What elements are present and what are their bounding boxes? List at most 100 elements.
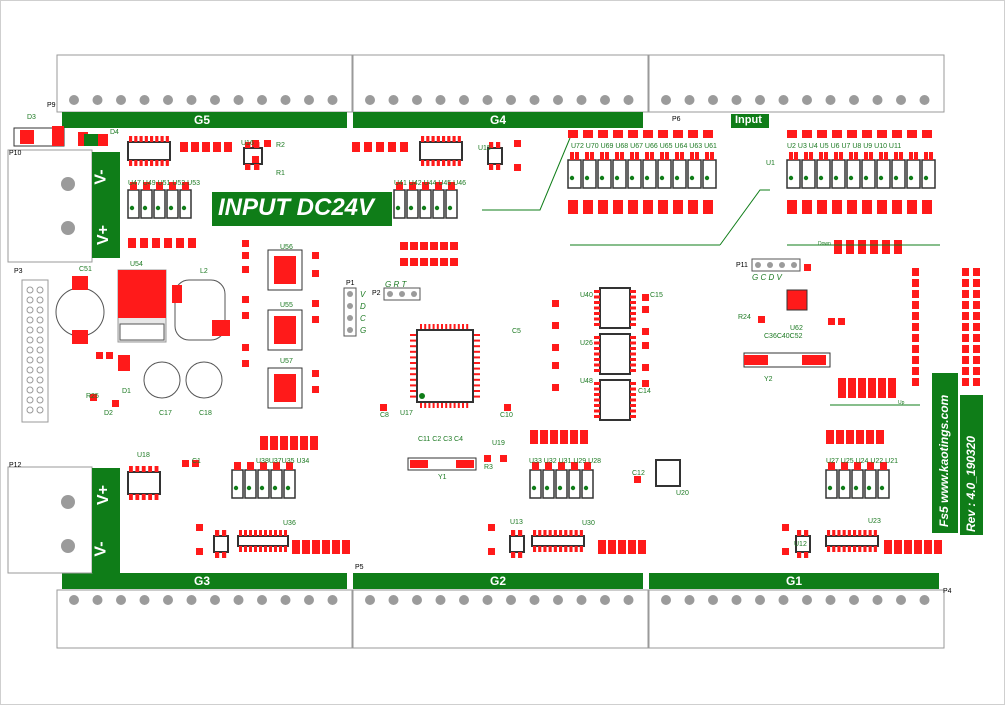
down-label: Down [818, 241, 831, 247]
screw-hole [576, 595, 587, 605]
ic-pin [254, 164, 260, 170]
screw-hole [435, 95, 446, 105]
resistor [400, 258, 408, 266]
ic-pin [569, 530, 573, 536]
smd-pad [552, 362, 559, 369]
ic-pin [447, 136, 451, 142]
resistor [430, 258, 438, 266]
mcu-pin [474, 395, 480, 398]
opto-pin1-dot [878, 175, 884, 181]
opto-pad [630, 152, 634, 160]
resistor [912, 356, 919, 364]
resistor [570, 430, 578, 444]
mcu-pin [424, 403, 427, 408]
resistor [882, 240, 890, 254]
p1-pin-g: G [360, 326, 367, 335]
opto-pad [590, 152, 594, 160]
resistor [280, 436, 288, 450]
ic-pin [155, 160, 159, 166]
screw-hole [661, 95, 671, 105]
bottom-terminal-blocks [56, 589, 945, 649]
resistor [332, 540, 340, 554]
resistor [912, 312, 919, 320]
resistor [673, 130, 683, 138]
connector-p5: P5 [355, 564, 364, 571]
opto-pad [849, 152, 853, 160]
opto-g1 [825, 469, 838, 499]
resistor [817, 130, 827, 138]
opto-pin1-dot [583, 485, 589, 491]
opto-top-right-a [567, 159, 582, 189]
opto-pad [854, 462, 858, 470]
ic-pin [553, 530, 557, 536]
group-label-g2: G2 [490, 574, 507, 588]
ic-pin [594, 352, 600, 356]
opto-pad [575, 152, 579, 160]
resistor [856, 430, 864, 444]
resistor [312, 540, 320, 554]
resistor [907, 130, 917, 138]
opto-pad [819, 152, 823, 160]
opto-pin1-dot [233, 485, 239, 491]
resistor [907, 200, 917, 214]
opto-top-mid [406, 189, 419, 219]
resistor [904, 540, 912, 554]
power-module-pad [274, 316, 296, 344]
ic-pin [269, 530, 272, 536]
ic-u23 [825, 535, 879, 547]
screw-hole [506, 595, 516, 605]
opto-pin1-dot [259, 485, 265, 491]
ic-pin [630, 301, 636, 304]
part-r24: R24 [738, 314, 751, 321]
ic-pin [594, 409, 600, 413]
opto-pin1-dot [155, 205, 161, 211]
screw-hole [388, 595, 399, 605]
opto-pin1-dot [272, 485, 278, 491]
ic-pin [254, 546, 257, 552]
opto-g3 [257, 469, 270, 499]
p3-pin [26, 316, 34, 324]
opto-pad [615, 152, 619, 160]
ic-pin [215, 552, 220, 558]
resistor [550, 430, 558, 444]
resistor [876, 430, 884, 444]
p3-pin [26, 406, 34, 414]
resistor [877, 130, 887, 138]
mcu-pin [474, 345, 480, 348]
resistor [912, 334, 919, 342]
opto-top-mid [393, 189, 406, 219]
screw-hole [825, 95, 836, 105]
p3-pin [36, 336, 44, 344]
opto-pad [396, 182, 400, 190]
resistor [846, 430, 854, 444]
part-d4: D4 [110, 129, 119, 136]
resistor [191, 142, 199, 152]
p11-pin-labels: G C D V [752, 273, 782, 282]
smd-pad [828, 318, 835, 325]
ic-pin [868, 530, 872, 536]
opto-pad [804, 152, 808, 160]
part-d1: D1 [122, 388, 131, 395]
opto-top-left [166, 189, 179, 219]
p3-pin [36, 396, 44, 404]
screw-hole [280, 95, 291, 105]
input-dc24v-banner: INPUT DC24V [218, 194, 375, 221]
ic-pin [129, 136, 133, 142]
part-r25: R25 [86, 393, 99, 400]
mcu-pin [410, 367, 416, 370]
power-module-pad [274, 256, 296, 284]
ic-pin [155, 136, 159, 142]
smd-pad [552, 300, 559, 307]
opto-pad [839, 152, 843, 160]
opto-pad [273, 462, 277, 470]
ic-pin [222, 530, 227, 536]
mcu-pin [457, 324, 460, 329]
resistor [973, 334, 980, 342]
screw-hole [435, 595, 446, 605]
smd-pad [242, 240, 249, 247]
resistor [568, 200, 578, 214]
mcu-pin [449, 324, 452, 329]
resistor [613, 200, 623, 214]
ic-pin [426, 136, 430, 142]
ic-pin [594, 301, 600, 304]
